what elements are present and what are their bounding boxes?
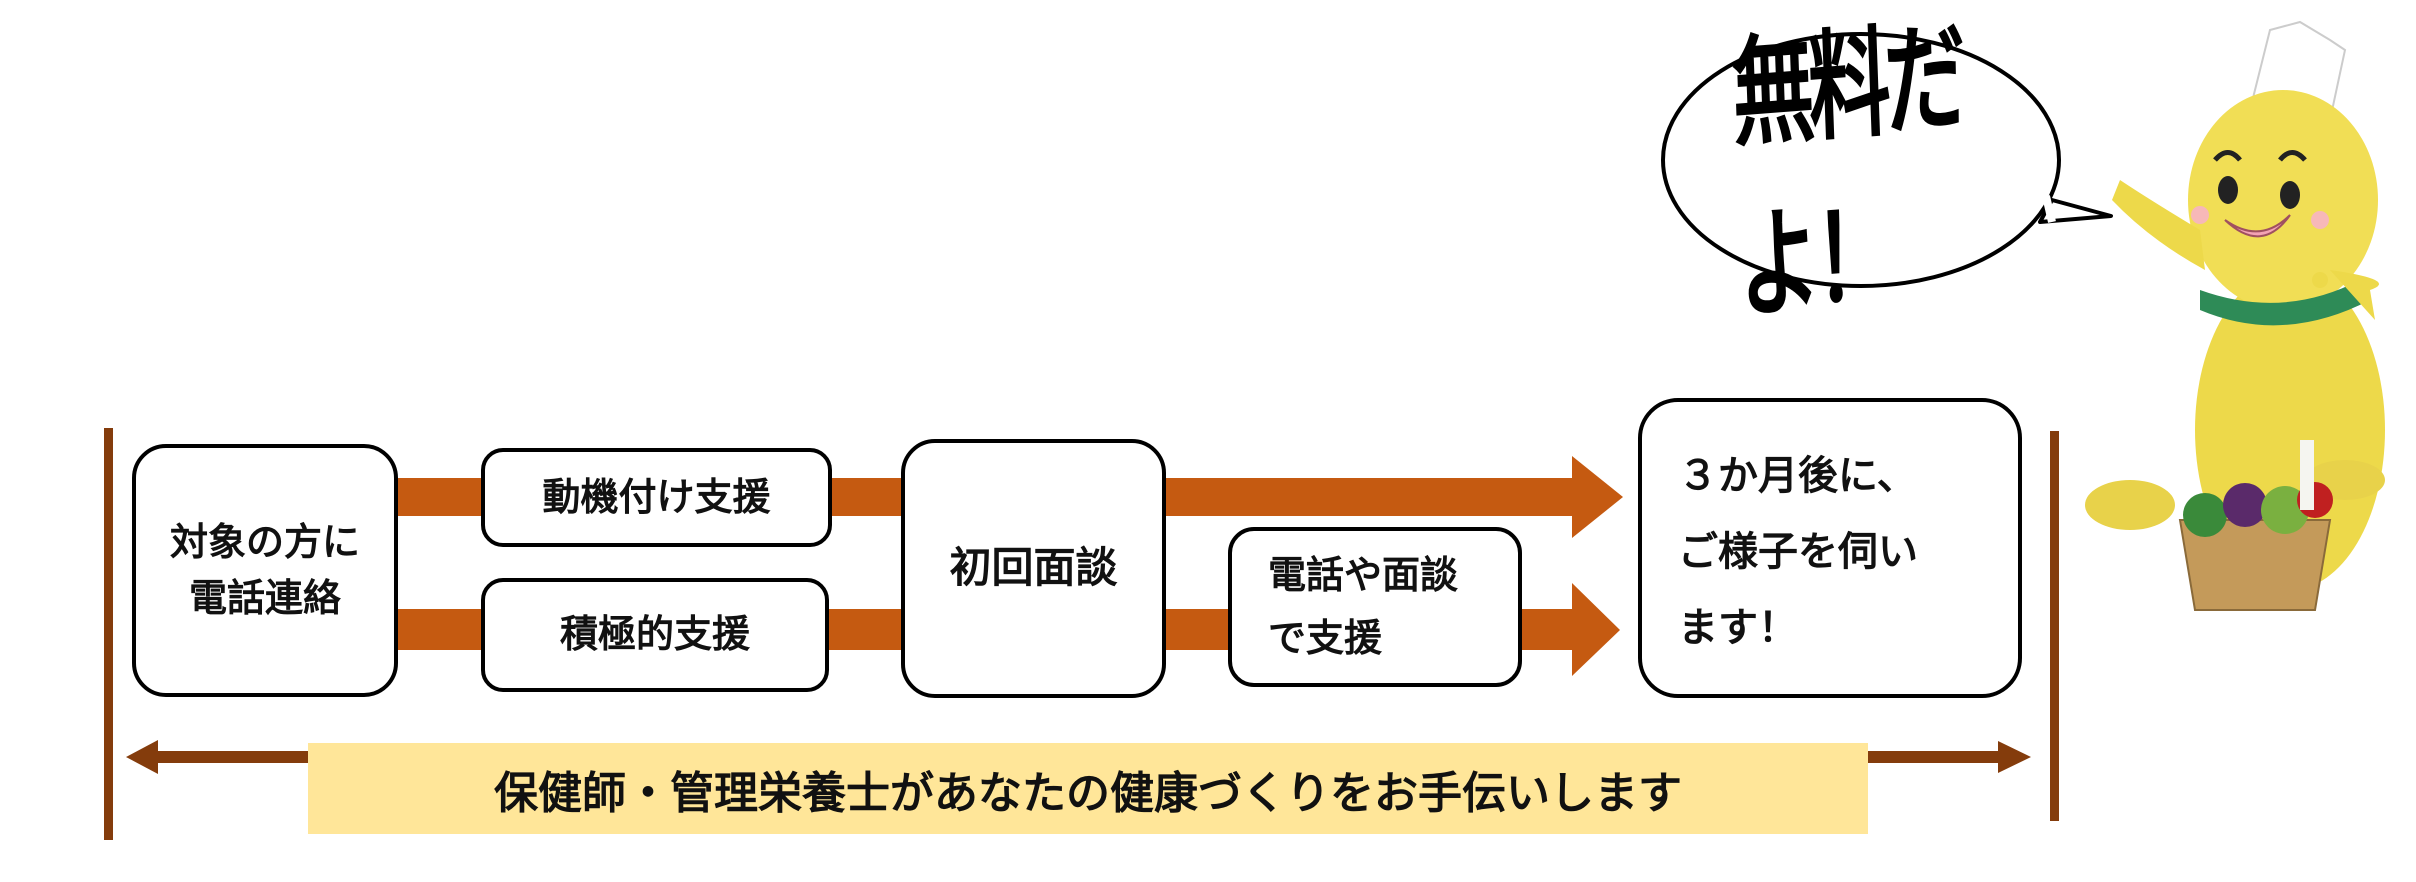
mascot-icon (2085, 20, 2385, 611)
speech-bubble (1661, 32, 2113, 288)
step-label: ３か月後に、 ご様子を伺い ます！ (1678, 453, 1918, 651)
left-boundary-line (104, 428, 113, 840)
right-boundary-line (2050, 431, 2059, 821)
speech-bubble-text: 無料だよ！ (1730, 9, 1963, 337)
step-label: 初回面談 (949, 543, 1118, 593)
step-ongoing-support: 電話や面談 で支援 (1228, 527, 1522, 687)
step-phone-contact: 対象の方に 電話連絡 (132, 444, 398, 697)
step-followup: ３か月後に、 ご様子を伺い ます！ (1638, 398, 2022, 698)
step-label: 電話や面談 で支援 (1268, 553, 1459, 660)
step-label: 積極的支援 (559, 612, 750, 657)
step-first-interview: 初回面談 (901, 439, 1166, 698)
step-label: 動機付け支援 (542, 474, 771, 519)
banner-text: 保健師・管理栄養士があなたの健康づくりをお手伝いします (494, 767, 1682, 819)
step-active-support: 積極的支援 (481, 578, 829, 692)
support-banner: 保健師・管理栄養士があなたの健康づくりをお手伝いします (308, 743, 1868, 834)
step-motivational-support: 動機付け支援 (481, 448, 832, 547)
step-label: 対象の方に 電話連絡 (169, 520, 360, 620)
